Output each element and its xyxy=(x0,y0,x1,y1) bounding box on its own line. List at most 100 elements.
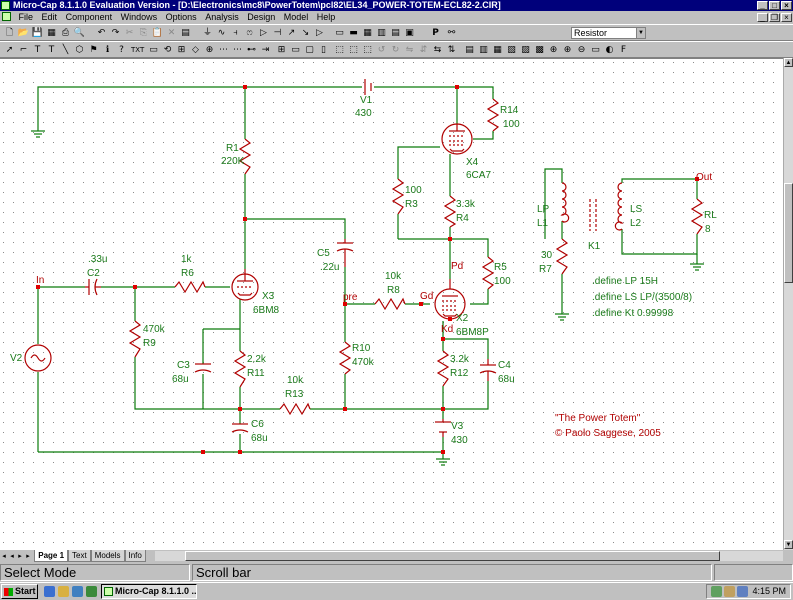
maximize-button[interactable]: □ xyxy=(769,1,780,10)
capacitor-tool-icon[interactable]: ⫞ xyxy=(233,28,238,38)
menu-edit[interactable]: Edit xyxy=(41,12,58,22)
volume-icon[interactable] xyxy=(724,586,735,597)
pnp-tool-icon[interactable]: ↘ xyxy=(301,28,310,38)
schematic-canvas[interactable]: V1 430 R14 100 R1 220K X4 6CA7 100 R3 3.… xyxy=(0,58,783,550)
print-icon[interactable]: ⎙ xyxy=(61,28,70,38)
flip-x-icon[interactable]: ⇋ xyxy=(405,45,414,55)
help-tool-icon[interactable]: ? xyxy=(119,45,124,55)
diode-tool-icon[interactable]: ▷ xyxy=(260,28,267,38)
last-page-icon[interactable]: ▸ xyxy=(26,553,30,560)
new-file-icon[interactable]: 🗋 xyxy=(5,28,14,38)
outlook-icon[interactable] xyxy=(72,586,83,597)
scroll-up-icon[interactable]: ▲ xyxy=(784,58,793,67)
ie-icon[interactable] xyxy=(44,586,55,597)
prev-page-icon[interactable]: ◂ xyxy=(10,553,14,560)
sel-a-icon[interactable]: ⬚ xyxy=(335,45,344,55)
battery-tool-icon[interactable]: ⊣ xyxy=(273,28,282,38)
step-d-icon[interactable]: ▧ xyxy=(507,45,516,55)
flag-tool-icon[interactable]: ⚑ xyxy=(89,45,98,55)
redo-icon[interactable]: ↷ xyxy=(111,28,120,38)
menu-file[interactable]: File xyxy=(18,12,34,22)
select-arrow-icon[interactable]: ➚ xyxy=(5,45,14,55)
wire-tool-icon[interactable]: ⌐ xyxy=(19,45,28,55)
flip-y-icon[interactable]: ⇵ xyxy=(419,45,428,55)
layout-d-icon[interactable]: ▥ xyxy=(377,28,386,38)
first-page-icon[interactable]: ◂ xyxy=(2,553,6,560)
menu-model[interactable]: Model xyxy=(283,12,309,22)
rotate-icon[interactable]: ⟲ xyxy=(163,45,172,55)
menu-design[interactable]: Design xyxy=(247,12,276,22)
menu-help[interactable]: Help xyxy=(316,12,336,22)
refresh-icon[interactable]: ◐ xyxy=(605,45,614,55)
tab-page-1[interactable]: Page 1 xyxy=(34,550,69,562)
save-all-icon[interactable]: ▦ xyxy=(47,28,56,38)
rotate-left-icon[interactable]: ↺ xyxy=(377,45,386,55)
layout-b-icon[interactable]: ▬ xyxy=(349,28,358,38)
select-all-icon[interactable]: ▤ xyxy=(181,28,190,38)
align-icon[interactable]: ⇥ xyxy=(261,45,270,55)
line-tool-icon[interactable]: ╲ xyxy=(62,45,69,55)
zoom-out-icon[interactable]: ⊖ xyxy=(577,45,586,55)
tab-info[interactable]: Info xyxy=(124,550,146,562)
text-tool-icon[interactable]: T xyxy=(34,45,41,55)
menu-windows[interactable]: Windows xyxy=(120,12,158,22)
start-button[interactable]: Start xyxy=(1,584,38,599)
chevron-down-icon[interactable]: ▼ xyxy=(636,28,645,38)
minimize-button[interactable]: _ xyxy=(757,1,768,10)
paste-icon[interactable]: 📋 xyxy=(151,28,164,38)
step-f-icon[interactable]: ▩ xyxy=(535,45,544,55)
network-icon[interactable] xyxy=(711,586,722,597)
info-tool-icon[interactable]: ℹ xyxy=(105,45,110,55)
shape-tool-icon[interactable]: ⬡ xyxy=(75,45,84,55)
binoculars-icon[interactable]: ⚯ xyxy=(447,28,456,38)
doc-restore-button[interactable]: ❐ xyxy=(769,13,780,22)
close-button[interactable]: × xyxy=(781,1,792,10)
text-tool-b-icon[interactable]: T xyxy=(48,45,55,55)
layout-f-icon[interactable]: ▣ xyxy=(405,28,414,38)
probe-p-icon[interactable]: P xyxy=(432,28,439,38)
horizontal-scrollbar[interactable] xyxy=(155,551,783,561)
save-icon[interactable]: 💾 xyxy=(31,28,44,38)
component-selector[interactable]: Resistor▼ xyxy=(571,27,646,39)
node-numbers-icon[interactable]: ⊞ xyxy=(177,45,186,55)
pin-icon[interactable]: ◇ xyxy=(192,45,199,55)
mirror-icon[interactable]: ⇆ xyxy=(433,45,442,55)
horizontal-scroll-thumb[interactable] xyxy=(185,551,720,561)
npn-tool-icon[interactable]: ↗ xyxy=(287,28,296,38)
tab-text[interactable]: Text xyxy=(68,550,91,562)
tray-app-icon[interactable] xyxy=(737,586,748,597)
next-page-icon[interactable]: ▸ xyxy=(18,553,22,560)
step-c-icon[interactable]: ▦ xyxy=(493,45,502,55)
layout-e-icon[interactable]: ▤ xyxy=(391,28,400,38)
scroll-down-icon[interactable]: ▼ xyxy=(784,540,793,549)
layout-c-icon[interactable]: ▦ xyxy=(363,28,372,38)
doc-close-button[interactable]: × xyxy=(781,13,792,22)
open-folder-icon[interactable]: 📂 xyxy=(17,28,30,38)
step-b-icon[interactable]: ▥ xyxy=(479,45,488,55)
step-a-icon[interactable]: ▤ xyxy=(465,45,474,55)
taskbar-app-button[interactable]: Micro-Cap 8.1.1.0 ... xyxy=(101,584,197,599)
display-icon[interactable]: ▯ xyxy=(321,45,326,55)
print-preview-icon[interactable]: 🔍 xyxy=(73,28,86,38)
layout-a-icon[interactable]: ▭ xyxy=(335,28,344,38)
sel-c-icon[interactable]: ⬚ xyxy=(363,45,372,55)
page-icon[interactable]: ▭ xyxy=(591,45,600,55)
menu-analysis[interactable]: Analysis xyxy=(205,12,239,22)
font-icon[interactable]: F xyxy=(620,45,627,55)
clear-icon[interactable]: ✕ xyxy=(167,28,176,38)
bus-icon[interactable]: ⊷ xyxy=(247,45,256,55)
undo-icon[interactable]: ↶ xyxy=(97,28,106,38)
doc-minimize-button[interactable]: _ xyxy=(757,13,768,22)
ground-tool-icon[interactable]: ⏚ xyxy=(202,28,212,38)
grid-icon[interactable]: ⊕ xyxy=(205,45,214,55)
title-block-icon[interactable]: ▢ xyxy=(305,45,314,55)
desktop-icon[interactable] xyxy=(86,586,97,597)
vertical-scrollbar[interactable]: ▲ ▼ xyxy=(783,58,793,550)
opamp-tool-icon[interactable]: ▷ xyxy=(316,28,323,38)
sel-b-icon[interactable]: ⬚ xyxy=(349,45,358,55)
grid-toggle-icon[interactable]: ⊞ xyxy=(277,45,286,55)
zoom-in-icon[interactable]: ⊕ xyxy=(563,45,572,55)
document-icon[interactable] xyxy=(2,12,11,21)
menu-options[interactable]: Options xyxy=(165,12,197,22)
vertical-scroll-thumb[interactable] xyxy=(784,183,793,283)
